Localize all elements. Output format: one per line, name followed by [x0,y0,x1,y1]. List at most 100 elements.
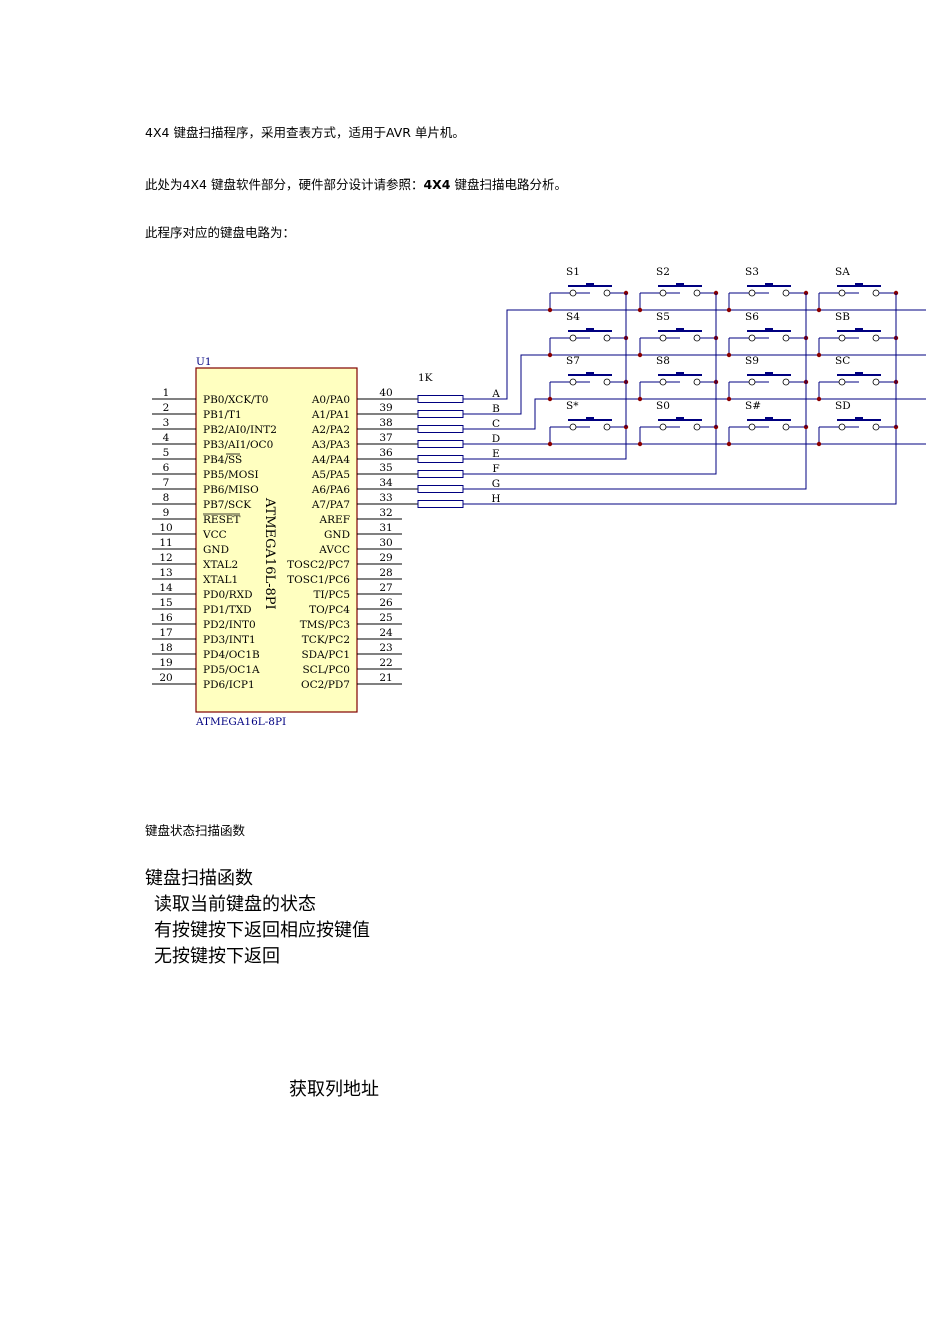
pin-number-left: 18 [159,642,172,654]
net-label: E [492,448,500,460]
junction-dot [726,396,732,402]
switch-cap [765,372,773,375]
pin-name-left: PB2/AI0/INT2 [203,424,277,436]
switch-label: S2 [656,266,670,278]
resistor [417,455,464,463]
pin-number-left: 12 [159,552,172,564]
intro-line-2: 此处为4X4 键盘软件部分，硬件部分设计请参照：4X4 键盘扫描电路分析。 [145,174,567,193]
switch-cap [586,283,594,286]
chip-ref: U1 [196,356,212,368]
pin-name-left: PB1/T1 [203,409,242,421]
switch-contact [872,423,880,431]
switch-contact [569,423,577,431]
switch-contact [603,289,611,297]
switch-contact [782,334,790,342]
pin-number-left: 4 [163,432,170,444]
junction-dot [726,352,732,358]
pin-name-right: TMS/PC3 [300,619,350,631]
pin-name-right: SCL/PC0 [302,664,350,676]
schematic-wires [463,293,926,505]
switch-contact [569,334,577,342]
switch-cap [586,372,594,375]
pin-name-right: A3/PA3 [311,439,350,451]
switch-contact [659,423,667,431]
pin-name-right: A6/PA6 [311,484,350,496]
pin-number-left: 16 [159,612,173,624]
switch-cap [676,283,684,286]
pin-number-right: 32 [379,507,392,519]
switch-cap [855,372,863,375]
pin-number-right: 24 [379,627,393,639]
switch-label: S8 [656,355,670,367]
switch-contact [872,289,880,297]
pin-number-right: 21 [379,672,392,684]
pin-name-right: A1/PA1 [311,409,350,421]
switch-contact [659,289,667,297]
switch-contact [748,334,756,342]
switch-cap [765,328,773,331]
pin-number-left: 19 [159,657,172,669]
pin-name-left: XTAL1 [203,574,238,586]
chip-caption: ATMEGA16L-8PI [195,716,286,728]
pin-name-left: PB3/AI1/OC0 [203,439,273,451]
row-wire [463,398,926,430]
switch-label: S0 [656,400,670,412]
intro-line-2-bold: 4X4 [423,177,451,192]
pin-number-left: 8 [163,492,170,504]
pin-number-right: 23 [379,642,392,654]
switch-cap [676,372,684,375]
switch-contact [603,378,611,386]
intro-line-2-tail: 键盘扫描电路分析。 [450,177,567,192]
switch-contact [693,423,701,431]
pin-number-right: 36 [379,447,393,459]
resistor-value-label: 1K [418,372,433,384]
switch-label: S6 [745,311,759,323]
switch-contact [782,423,790,431]
junction-dot [816,307,822,313]
chip-name-vertical: ATMEGA16L-8PI [262,497,277,610]
switch-contact [872,378,880,386]
net-label: C [492,418,500,430]
pin-number-left: 7 [163,477,170,489]
resistor [417,395,464,403]
switch-contact [693,289,701,297]
net-label: H [491,493,500,505]
pin-name-right: TOSC2/PC7 [287,559,350,571]
switch-label: SB [835,311,850,323]
switch-contact [569,289,577,297]
pin-number-left: 10 [159,522,172,534]
switch-label: SA [835,266,850,278]
switch-contact [782,378,790,386]
resistor [417,500,464,508]
switch-cap [586,328,594,331]
pin-name-right: AVCC [318,544,350,556]
pin-number-left: 11 [159,537,172,549]
junction-dot [816,441,822,447]
junction-dot [547,307,553,313]
pin-number-right: 22 [379,657,392,669]
pin-name-left: PD4/OC1B [203,649,260,661]
switch-label: SC [835,355,850,367]
junction-dot [816,352,822,358]
pin-name-right: TI/PC5 [314,589,350,601]
switch-label: S1 [566,266,580,278]
switch-cap [765,283,773,286]
pin-number-right: 38 [379,417,392,429]
pin-name-right: A5/PA5 [311,469,350,481]
pin-number-right: 37 [379,432,392,444]
switch-contact [748,423,756,431]
pin-name-right: A7/PA7 [311,499,350,511]
chip-body [195,367,358,713]
pin-number-right: 34 [379,477,393,489]
switch-cap [855,283,863,286]
pin-number-left: 9 [163,507,170,519]
switch-contact [693,378,701,386]
pin-number-left: 13 [159,567,172,579]
junction-dot [637,307,643,313]
pin-name-right: SDA/PC1 [301,649,350,661]
pin-number-left: 3 [163,417,170,429]
switch-contact [603,423,611,431]
net-label: D [492,433,500,445]
switch-cap [855,328,863,331]
